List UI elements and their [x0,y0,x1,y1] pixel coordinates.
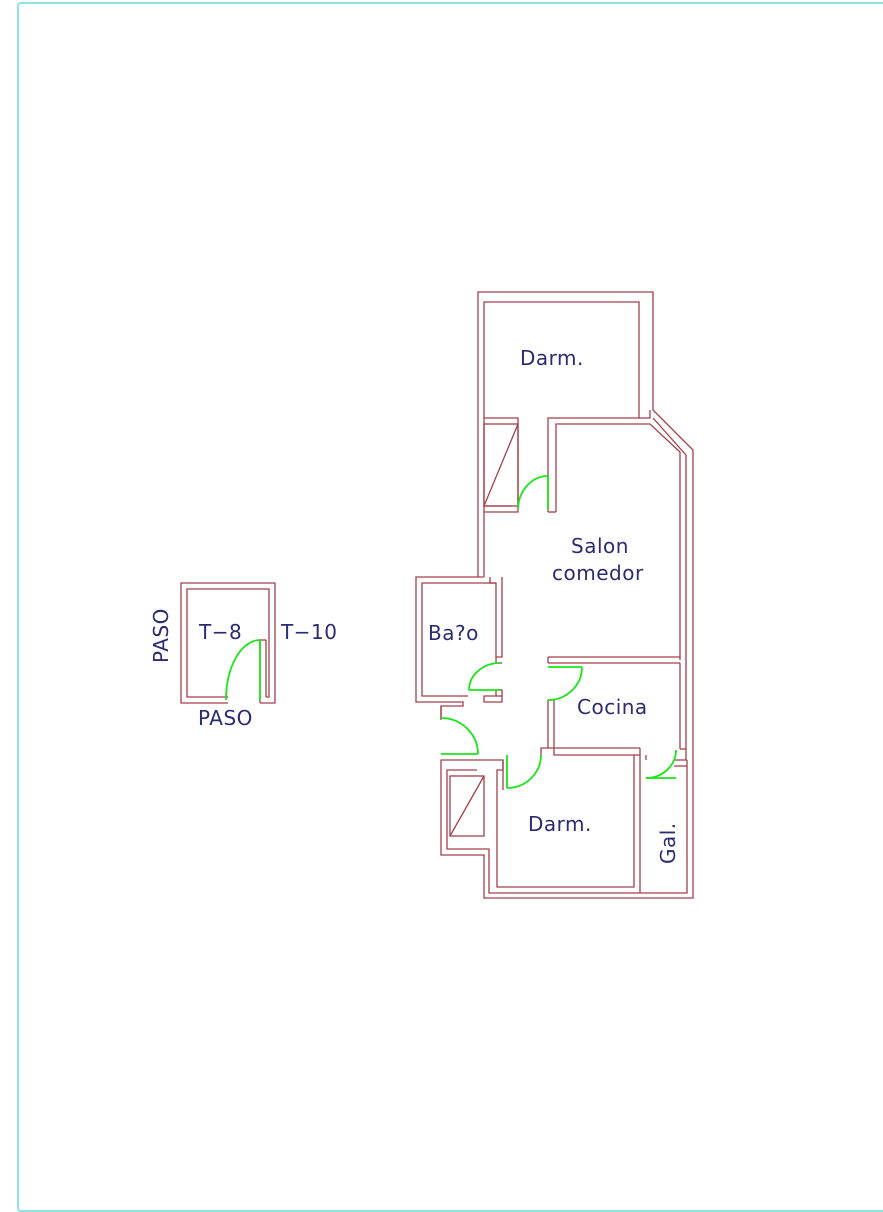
bathroom-door [468,662,501,691]
room-label-bano: Ba?o [428,621,479,645]
room-label-dorm-top: Darm. [520,346,584,370]
kitchen-door [547,666,583,701]
apartment-plan: Darm. Salon comedor Ba?o Cocina Darm. Ga… [415,291,694,899]
room-label-comedor: comedor [552,561,644,585]
key-plan: PASO PASO T−8 T−10 [149,582,337,730]
gallery-walls [639,748,687,893]
key-plan-unit-label: T−8 [198,620,242,644]
dorm-top-door [517,475,549,510]
dorm-bottom-door [506,754,542,789]
key-plan-paso-bottom: PASO [198,706,253,730]
room-label-dorm-bottom: Darm. [528,812,592,836]
key-plan-paso-left: PASO [149,608,173,663]
dorm-bottom-walls [449,747,635,888]
key-plan-door [225,639,261,701]
gallery-door [645,749,677,779]
dorm-top-walls [483,417,687,760]
room-label-cocina: Cocina [577,695,648,719]
entrance-door [440,706,479,755]
room-label-salon: Salon [571,534,629,558]
bathroom-walls [415,576,503,720]
key-plan-neighbor-label: T−10 [280,620,337,644]
exterior-wall [440,291,694,899]
room-label-galeria: Gal. [656,822,680,864]
